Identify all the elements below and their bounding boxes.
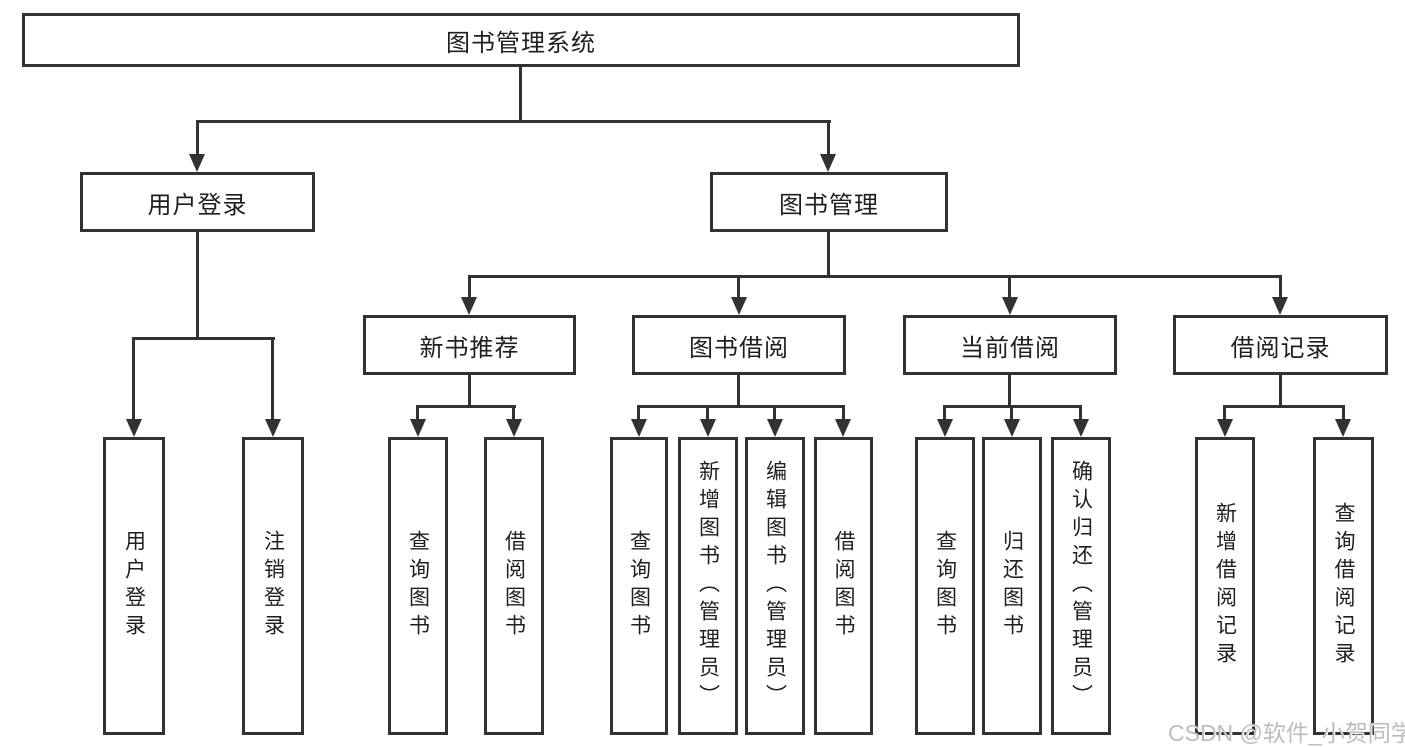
node-borrowing-records: 借阅记录 [1173, 315, 1388, 375]
connector-line [416, 405, 419, 421]
node-new-book-recommend: 新书推荐 [363, 315, 576, 375]
leaf-records-query-label: 查询借阅记录 [1332, 502, 1356, 670]
connector-line [1279, 275, 1282, 299]
connector-line [637, 405, 640, 421]
arrow-down-icon [410, 419, 426, 437]
node-book-management-label: 图书管理 [779, 191, 879, 219]
node-user-login-label: 用户登录 [147, 191, 248, 219]
leaf-logout-label: 注销登录 [261, 530, 285, 642]
leaf-borrow-query-books: 查询图书 [610, 437, 668, 735]
connector-line [1008, 275, 1011, 299]
arrow-down-icon [1002, 297, 1018, 315]
arrow-down-icon [767, 419, 783, 437]
leaf-records-query: 查询借阅记录 [1313, 437, 1374, 735]
node-user-login: 用户登录 [80, 172, 315, 232]
connector-line [737, 373, 740, 407]
node-book-borrowing-label: 图书借阅 [689, 334, 789, 362]
arrow-down-icon [1004, 419, 1020, 437]
leaf-current-query-books: 查询图书 [915, 437, 975, 735]
connector-line [842, 405, 845, 421]
connector-line [468, 373, 471, 407]
node-book-management: 图书管理 [710, 172, 948, 232]
leaf-new-borrow-books: 借阅图书 [484, 437, 544, 735]
arrow-down-icon [265, 419, 281, 437]
leaf-current-query-books-label: 查询图书 [933, 530, 957, 642]
leaf-records-add-label: 新增借阅记录 [1213, 502, 1237, 670]
leaf-borrow-add-books-admin: 新增图书（管理员） [678, 437, 738, 735]
connector-line [773, 405, 776, 421]
node-borrowing-records-label: 借阅记录 [1230, 334, 1331, 362]
leaf-current-return-books: 归还图书 [982, 437, 1042, 735]
leaf-borrow-borrow-books-label: 借阅图书 [832, 530, 856, 642]
arrow-down-icon [1217, 419, 1233, 437]
connector-line [943, 405, 946, 421]
leaf-user-login-label: 用户登录 [122, 530, 146, 642]
leaf-current-return-books-label: 归还图书 [1000, 530, 1024, 642]
node-current-borrowing-label: 当前借阅 [960, 334, 1060, 362]
arrow-down-icon [506, 419, 522, 437]
arrow-down-icon [820, 154, 836, 172]
arrow-down-icon [126, 419, 142, 437]
connector-line [468, 275, 1282, 278]
node-library-system-label: 图书管理系统 [446, 29, 596, 57]
leaf-new-query-books-label: 查询图书 [406, 530, 430, 642]
leaf-records-add: 新增借阅记录 [1195, 437, 1255, 735]
arrow-down-icon [1073, 419, 1089, 437]
connector-line [519, 66, 522, 122]
connector-line [196, 120, 831, 123]
connector-line [416, 405, 516, 408]
arrow-down-icon [731, 297, 747, 315]
arrow-down-icon [189, 154, 205, 172]
leaf-new-borrow-books-label: 借阅图书 [502, 530, 526, 642]
connector-line [827, 230, 830, 277]
leaf-current-confirm-return-admin-label: 确认归还（管理员） [1069, 460, 1093, 712]
node-current-borrowing: 当前借阅 [903, 315, 1117, 375]
connector-line [196, 120, 199, 156]
node-new-book-recommend-label: 新书推荐 [419, 334, 520, 362]
connector-line [637, 405, 845, 408]
arrow-down-icon [631, 419, 647, 437]
node-library-system: 图书管理系统 [22, 13, 1020, 67]
arrow-down-icon [461, 297, 477, 315]
leaf-borrow-borrow-books: 借阅图书 [814, 437, 873, 735]
leaf-current-confirm-return-admin: 确认归还（管理员） [1051, 437, 1111, 735]
connector-line [1223, 405, 1345, 408]
arrow-down-icon [700, 419, 716, 437]
leaf-new-query-books: 查询图书 [388, 437, 448, 735]
connector-line [1279, 373, 1282, 407]
leaf-user-login: 用户登录 [103, 437, 165, 735]
leaf-logout: 注销登录 [242, 437, 304, 735]
node-book-borrowing: 图书借阅 [632, 315, 846, 375]
connector-line [827, 120, 830, 156]
connector-line [706, 405, 709, 421]
connector-line [1010, 405, 1013, 421]
arrow-down-icon [835, 419, 851, 437]
watermark: CSDN @软件_小贺同学 [1168, 720, 1405, 746]
connector-line [512, 405, 515, 421]
connector-line [271, 337, 274, 421]
connector-line [737, 275, 740, 299]
connector-line [1079, 405, 1082, 421]
leaf-borrow-edit-books-admin-label: 编辑图书（管理员） [763, 460, 787, 712]
arrow-down-icon [1272, 297, 1288, 315]
connector-line [196, 230, 199, 339]
leaf-borrow-query-books-label: 查询图书 [627, 530, 651, 642]
connector-line [1008, 373, 1011, 407]
arrow-down-icon [1335, 419, 1351, 437]
connector-line [133, 337, 275, 340]
arrow-down-icon [937, 419, 953, 437]
connector-line [1223, 405, 1226, 421]
leaf-borrow-add-books-admin-label: 新增图书（管理员） [696, 460, 720, 712]
connector-line [1342, 405, 1345, 421]
connector-line [132, 337, 135, 421]
leaf-borrow-edit-books-admin: 编辑图书（管理员） [745, 437, 805, 735]
connector-line [468, 275, 471, 299]
